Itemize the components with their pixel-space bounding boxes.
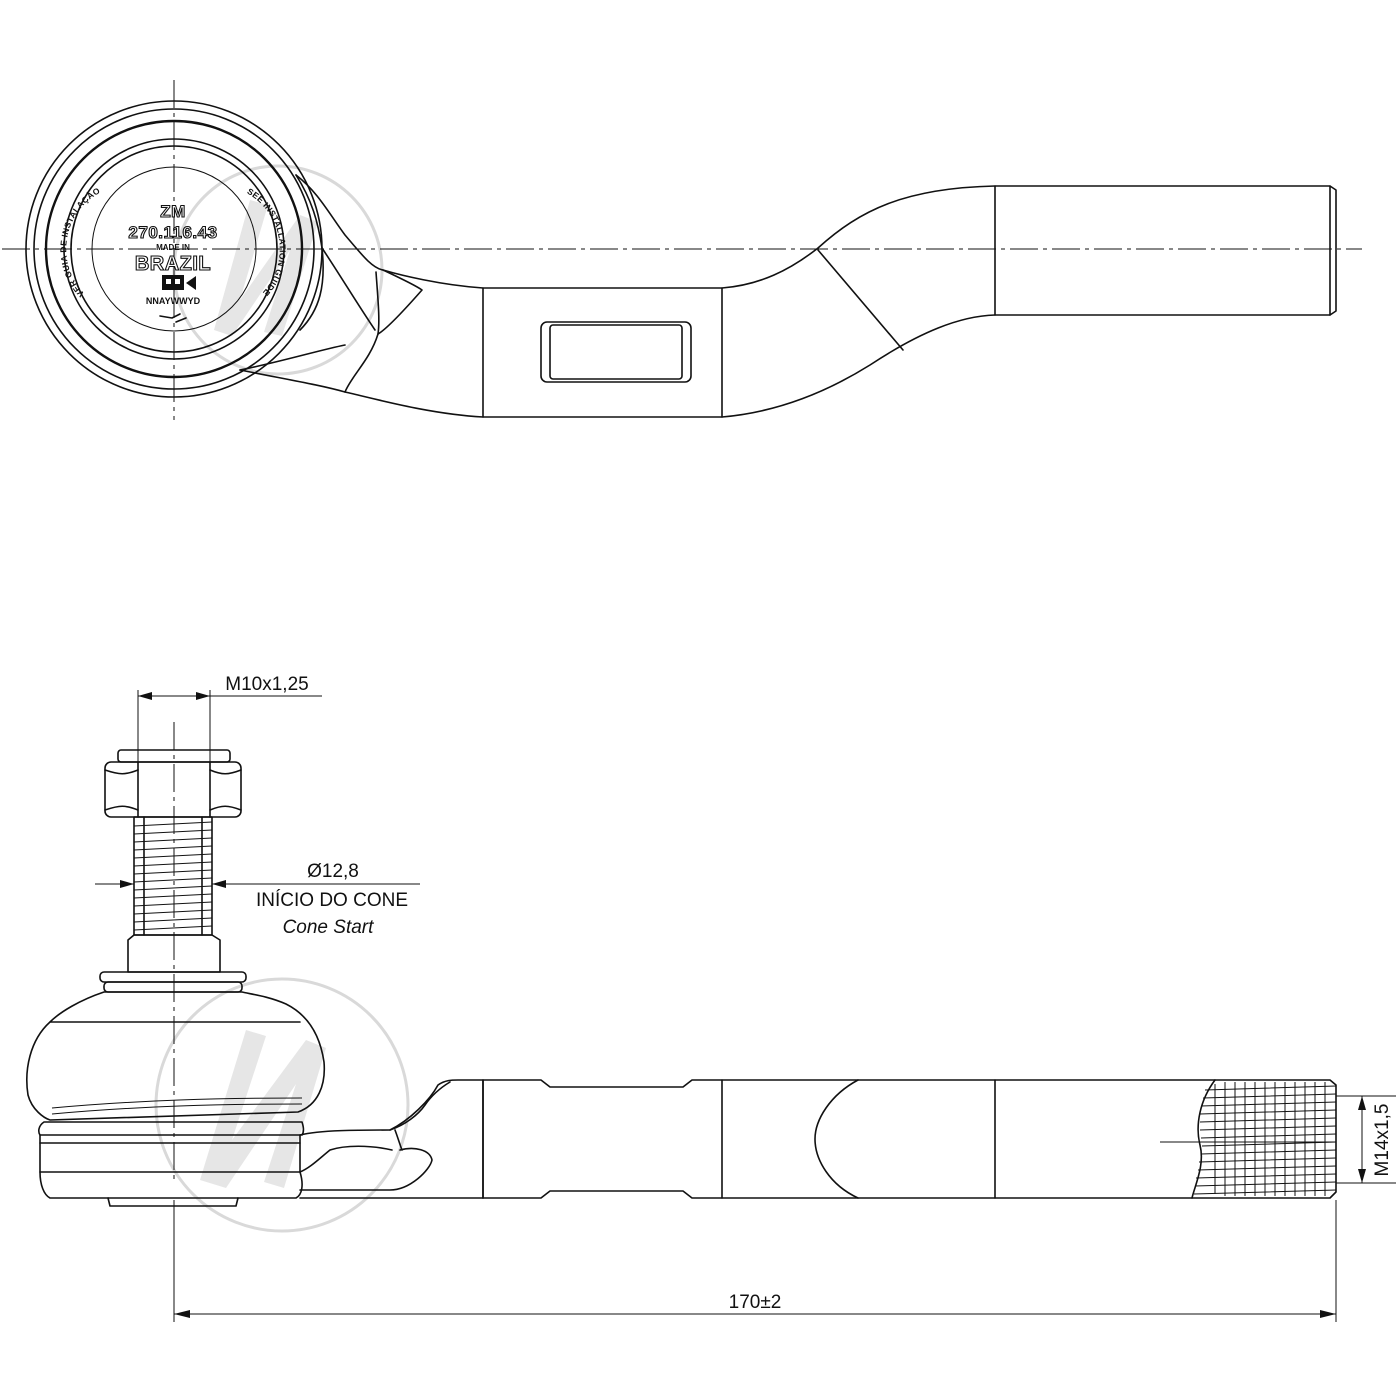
top-view: ZM 270.116.43 MADE IN BRAZIL NNAYWWYD VE… <box>2 80 1362 420</box>
dimension-stud-thread: M10x1,25 <box>137 674 322 762</box>
stamp-mark-icon <box>159 313 187 323</box>
stamp-part-number: 270.116.43 <box>128 223 217 242</box>
dimension-overall-length: 170±2 <box>173 1200 1337 1322</box>
stamp-brand: ZM <box>160 202 186 221</box>
stamp-country: BRAZIL <box>135 253 211 275</box>
label-overall-length: 170±2 <box>729 1292 782 1313</box>
side-arm-outline <box>482 1079 1337 1199</box>
side-neck <box>299 1079 484 1136</box>
stamp-made-in: MADE IN <box>156 243 190 252</box>
dimension-cone-diameter: Ø12,8 INÍCIO DO CONE Cone Start <box>95 861 420 938</box>
threaded-stud <box>133 816 213 936</box>
castle-nut <box>104 749 242 818</box>
top-arm-outline-upper <box>295 174 1331 289</box>
label-rod-thread: M14x1,5 <box>1372 1104 1393 1177</box>
rod-thread-region <box>1191 1079 1337 1199</box>
label-cone-diameter: Ø12,8 <box>307 861 359 882</box>
watermark-logo-bottom <box>154 977 410 1233</box>
label-cone-start-en: Cone Start <box>283 917 375 938</box>
stamp-date-code: NNAYWWYD <box>146 296 201 306</box>
label-stud-thread: M10x1,25 <box>225 674 308 695</box>
top-flat-slot <box>540 321 692 383</box>
top-arm-outline-lower <box>239 314 1331 418</box>
dimension-rod-thread: M14x1,5 <box>1160 1095 1396 1184</box>
stamp-arc-left: VER GUIA DE INSTALAÇÃO <box>58 185 102 299</box>
label-cone-start-pt: INÍCIO DO CONE <box>256 890 408 911</box>
factory-icon <box>162 275 196 290</box>
